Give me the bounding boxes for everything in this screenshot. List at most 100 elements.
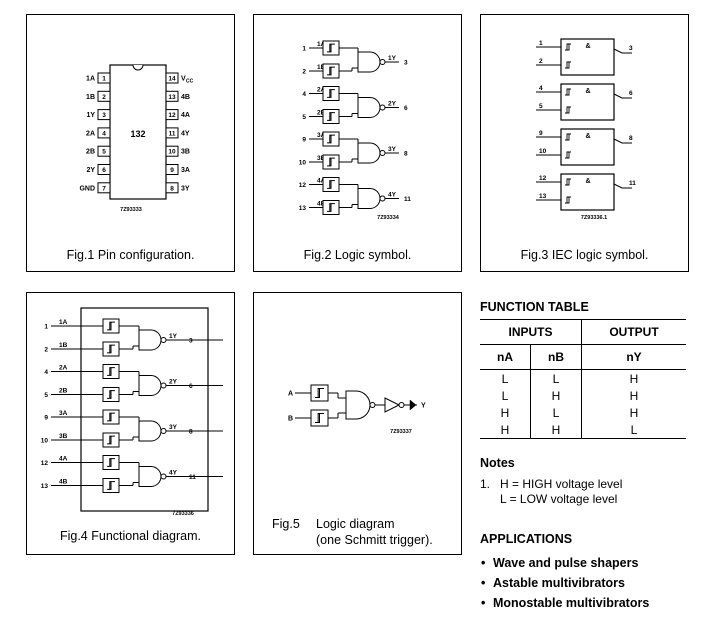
nand-gate xyxy=(138,466,162,487)
schmitt-icon xyxy=(565,151,571,159)
nand-gate xyxy=(357,51,381,73)
schmitt-icon xyxy=(107,481,115,490)
schmitt-icon xyxy=(565,88,571,96)
list-item: Wave and pulse shapers xyxy=(481,556,649,576)
pin-number: 5 xyxy=(539,103,543,110)
pin-number: 13 xyxy=(299,205,307,212)
schmitt-icon xyxy=(565,178,571,186)
iec-gate-box xyxy=(560,38,615,76)
pin-number: 13 xyxy=(539,193,547,200)
fig4-caption: Fig.4 Functional diagram. xyxy=(59,529,202,543)
table-row: L L H xyxy=(480,369,686,387)
pin-number: 8 xyxy=(170,185,174,192)
pin-box xyxy=(165,164,179,175)
chip-label: 132 xyxy=(130,129,145,139)
output-label: 4Y xyxy=(169,470,178,477)
pin-number: 12 xyxy=(41,460,49,467)
pin-number: 3 xyxy=(102,112,106,119)
pin-number: 1 xyxy=(44,324,48,331)
pin-label: 2A xyxy=(86,130,95,137)
and-symbol: & xyxy=(585,88,590,95)
input-label: 1A xyxy=(317,41,326,48)
inverter-bubble xyxy=(379,104,386,111)
inverting-output xyxy=(613,48,632,54)
pin-number: 5 xyxy=(302,114,306,121)
schmitt-icon xyxy=(315,388,324,398)
schmitt-icon xyxy=(315,413,324,423)
schmitt-icon xyxy=(327,112,335,121)
inverting-output xyxy=(613,183,632,189)
input-label: 2B xyxy=(59,388,68,395)
pin-label: GND xyxy=(79,185,95,192)
schmitt-icon xyxy=(327,43,335,53)
input-label: 1B xyxy=(59,342,68,349)
fig5-caption-num: Fig.5 xyxy=(272,517,300,531)
pin-label: 1A xyxy=(86,76,95,83)
pin-label: 4B xyxy=(181,94,190,101)
table-row: L H H xyxy=(480,387,686,404)
iec-gate-box xyxy=(560,173,615,211)
input-label: 2A xyxy=(317,87,326,94)
schmitt-icon xyxy=(565,196,571,204)
applications-title: APPLICATIONS xyxy=(480,532,573,546)
fig3-caption: Fig.3 IEC logic symbol. xyxy=(520,248,649,262)
input-label: 2B xyxy=(317,110,326,117)
pin-number: 3 xyxy=(189,338,193,345)
pin-number: 11 xyxy=(629,180,636,187)
cell-ny: H xyxy=(629,388,639,403)
pin-number: 10 xyxy=(41,438,49,445)
cell-ny: H xyxy=(629,371,639,386)
cell-nb: L xyxy=(530,369,582,387)
pin-number: 2 xyxy=(302,69,306,76)
note-line1: H = HIGH voltage level xyxy=(500,477,623,491)
pin-label: 2B xyxy=(86,149,95,156)
cell-nb: H xyxy=(530,387,582,404)
pin-box xyxy=(165,127,179,139)
pin-label: V xyxy=(181,76,186,83)
inverter-bubble xyxy=(160,382,167,389)
pin-label: 4A xyxy=(181,112,190,119)
logic-symbol-diagram: 11A21B1Y342A52B2Y693A103B3Y8124A134B4Y11… xyxy=(299,40,411,221)
output-label: 2Y xyxy=(169,379,178,386)
inverter-bubble xyxy=(160,473,167,480)
pin-number: 6 xyxy=(629,90,633,97)
inverting-output xyxy=(613,93,632,99)
inverter-bubble xyxy=(398,402,405,408)
pin-box xyxy=(97,182,111,194)
pin-number: 10 xyxy=(539,148,547,155)
inverter-bubble xyxy=(379,150,386,156)
output-label: 3Y xyxy=(388,146,397,153)
cell-nb: L xyxy=(530,404,582,421)
fig5-caption-line1: Logic diagram xyxy=(316,517,395,531)
functional-diagram: 11A21B1Y342A52B2Y693A103B3Y8124A134B4Y11… xyxy=(41,307,223,517)
and-symbol: & xyxy=(585,178,590,185)
input-label: 2A xyxy=(59,365,68,372)
fig2-caption: Fig.2 Logic symbol. xyxy=(303,248,412,262)
pin-number: 4 xyxy=(44,369,48,376)
inputs-header: INPUTS xyxy=(480,319,582,345)
iec-gate-box xyxy=(560,128,615,166)
pin-label: 3B xyxy=(181,149,190,156)
col-nb-header: nB xyxy=(530,344,582,370)
schmitt-icon xyxy=(565,61,571,69)
pin-number: 5 xyxy=(44,392,48,399)
pin-number: 9 xyxy=(170,167,174,174)
input-label: 4A xyxy=(317,178,326,185)
input-label: 1A xyxy=(59,319,68,326)
nand-gate xyxy=(138,420,162,442)
inverter-bubble xyxy=(379,195,386,202)
inverter-bubble xyxy=(379,59,386,65)
pin-number: 2 xyxy=(102,94,106,101)
drawing-code: 7Z93333 xyxy=(120,207,142,213)
pin-number: 9 xyxy=(539,130,543,137)
pin-number: 12 xyxy=(168,112,176,119)
buffer-triangle xyxy=(384,397,401,413)
notes-title: Notes xyxy=(480,456,515,470)
